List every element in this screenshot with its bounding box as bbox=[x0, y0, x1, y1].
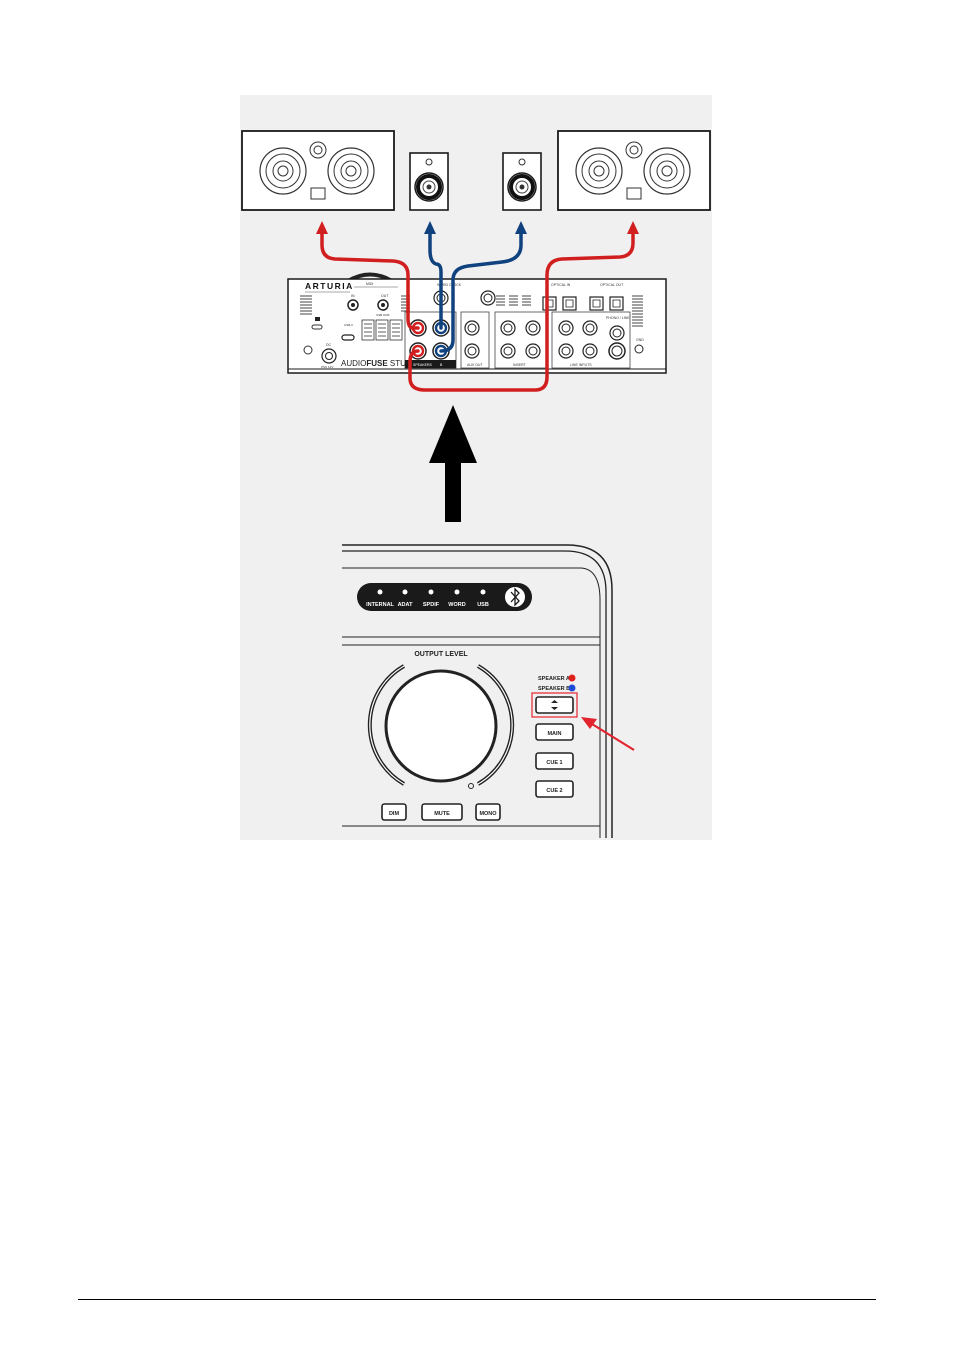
label-midi-out: OUT bbox=[381, 294, 389, 298]
mute-button-label: MUTE bbox=[434, 811, 450, 817]
highlight-pointer-arrow bbox=[581, 717, 635, 751]
main-button-label: MAIN bbox=[547, 731, 561, 737]
speaker-b-led bbox=[568, 684, 576, 692]
footer-rule bbox=[78, 1299, 876, 1300]
speaker-switch-button[interactable] bbox=[535, 696, 574, 714]
led-spdif bbox=[428, 589, 434, 595]
dc-power-port bbox=[321, 348, 337, 364]
led-strip bbox=[357, 583, 532, 611]
label-usb-c: USB-C bbox=[344, 323, 354, 327]
led-indicators bbox=[377, 589, 486, 595]
cue1-button-label: CUE 1 bbox=[546, 760, 562, 766]
led-adat bbox=[402, 589, 408, 595]
output-level-knob[interactable] bbox=[384, 669, 498, 783]
cue2-button[interactable] bbox=[535, 780, 574, 798]
interface-rear-panel: ARTURIA MIDI IN OUT USB HUB bbox=[287, 272, 667, 374]
usb-hub-ports bbox=[361, 319, 403, 341]
speaker-b-label: SPEAKER B bbox=[538, 686, 570, 692]
led-usb bbox=[480, 589, 486, 595]
label-dc: DC bbox=[326, 343, 332, 347]
main-button[interactable] bbox=[535, 723, 574, 741]
main-speaker-left bbox=[241, 130, 395, 211]
brand-logo: ARTURIA bbox=[305, 281, 354, 291]
label-psu: PSU 12V bbox=[321, 365, 333, 369]
midi-out-port bbox=[377, 299, 389, 311]
label-optical-out: OPTICAL OUT bbox=[600, 283, 624, 287]
midi-in-port bbox=[347, 299, 359, 311]
dim-button[interactable] bbox=[381, 803, 407, 821]
speaker-a-cables bbox=[320, 231, 635, 392]
led-label-adat: ADAT bbox=[398, 602, 414, 608]
cue1-button[interactable] bbox=[535, 752, 574, 770]
front-control-panel: INTERNAL ADAT SPDIF WORD USB OUTPUT LEVE… bbox=[342, 544, 635, 838]
label-speakers: SPEAKERS bbox=[413, 363, 433, 367]
dim-button-label: DIM bbox=[389, 811, 400, 817]
label-midi: MIDI bbox=[366, 282, 373, 286]
label-optical-in: OPTICAL IN bbox=[551, 283, 571, 287]
bluetooth-icon bbox=[510, 587, 520, 607]
led-label-spdif: SPDIF bbox=[423, 602, 440, 608]
led-label-word: WORD bbox=[448, 602, 465, 608]
label-aux-out: AUX OUT bbox=[467, 363, 483, 367]
output-level-label: OUTPUT LEVEL bbox=[414, 651, 468, 658]
usb-c-port bbox=[341, 334, 355, 341]
speaker-a-label: SPEAKER A bbox=[538, 676, 570, 682]
label-usb-hub: USB HUB bbox=[376, 313, 389, 317]
mono-button-label: MONO bbox=[479, 811, 497, 817]
mute-button[interactable] bbox=[421, 803, 463, 821]
knob-indicator-dot bbox=[468, 783, 474, 789]
label-gnd: GND bbox=[636, 338, 644, 342]
led-word bbox=[454, 589, 460, 595]
main-speaker-right bbox=[557, 130, 711, 211]
led-internal bbox=[377, 589, 383, 595]
small-speaker-left bbox=[409, 152, 449, 211]
ground-post bbox=[634, 344, 644, 354]
label-phono-line: PHONO / LINE bbox=[606, 316, 630, 320]
label-word-clock: WORD CLOCK bbox=[437, 283, 462, 287]
cable-arrowheads bbox=[316, 221, 639, 234]
big-up-arrow bbox=[429, 405, 477, 522]
mono-button[interactable] bbox=[475, 803, 501, 821]
label-line-inputs: LINE INPUTS bbox=[570, 363, 592, 367]
led-label-internal: INTERNAL bbox=[366, 602, 394, 608]
speaker-switch-highlight bbox=[531, 692, 578, 718]
up-down-icon bbox=[551, 700, 558, 710]
label-insert: INSERT bbox=[513, 363, 527, 367]
cue2-button-label: CUE 2 bbox=[546, 788, 562, 794]
product-logo: AUDIOFUSE STUDIO bbox=[341, 359, 420, 368]
label-speakers-b: B bbox=[440, 363, 443, 367]
led-label-usb: USB bbox=[477, 602, 489, 608]
speaker-b-cables bbox=[428, 231, 523, 353]
speaker-a-led bbox=[568, 674, 576, 682]
label-midi-in: IN bbox=[351, 294, 355, 298]
small-speaker-right bbox=[502, 152, 542, 211]
